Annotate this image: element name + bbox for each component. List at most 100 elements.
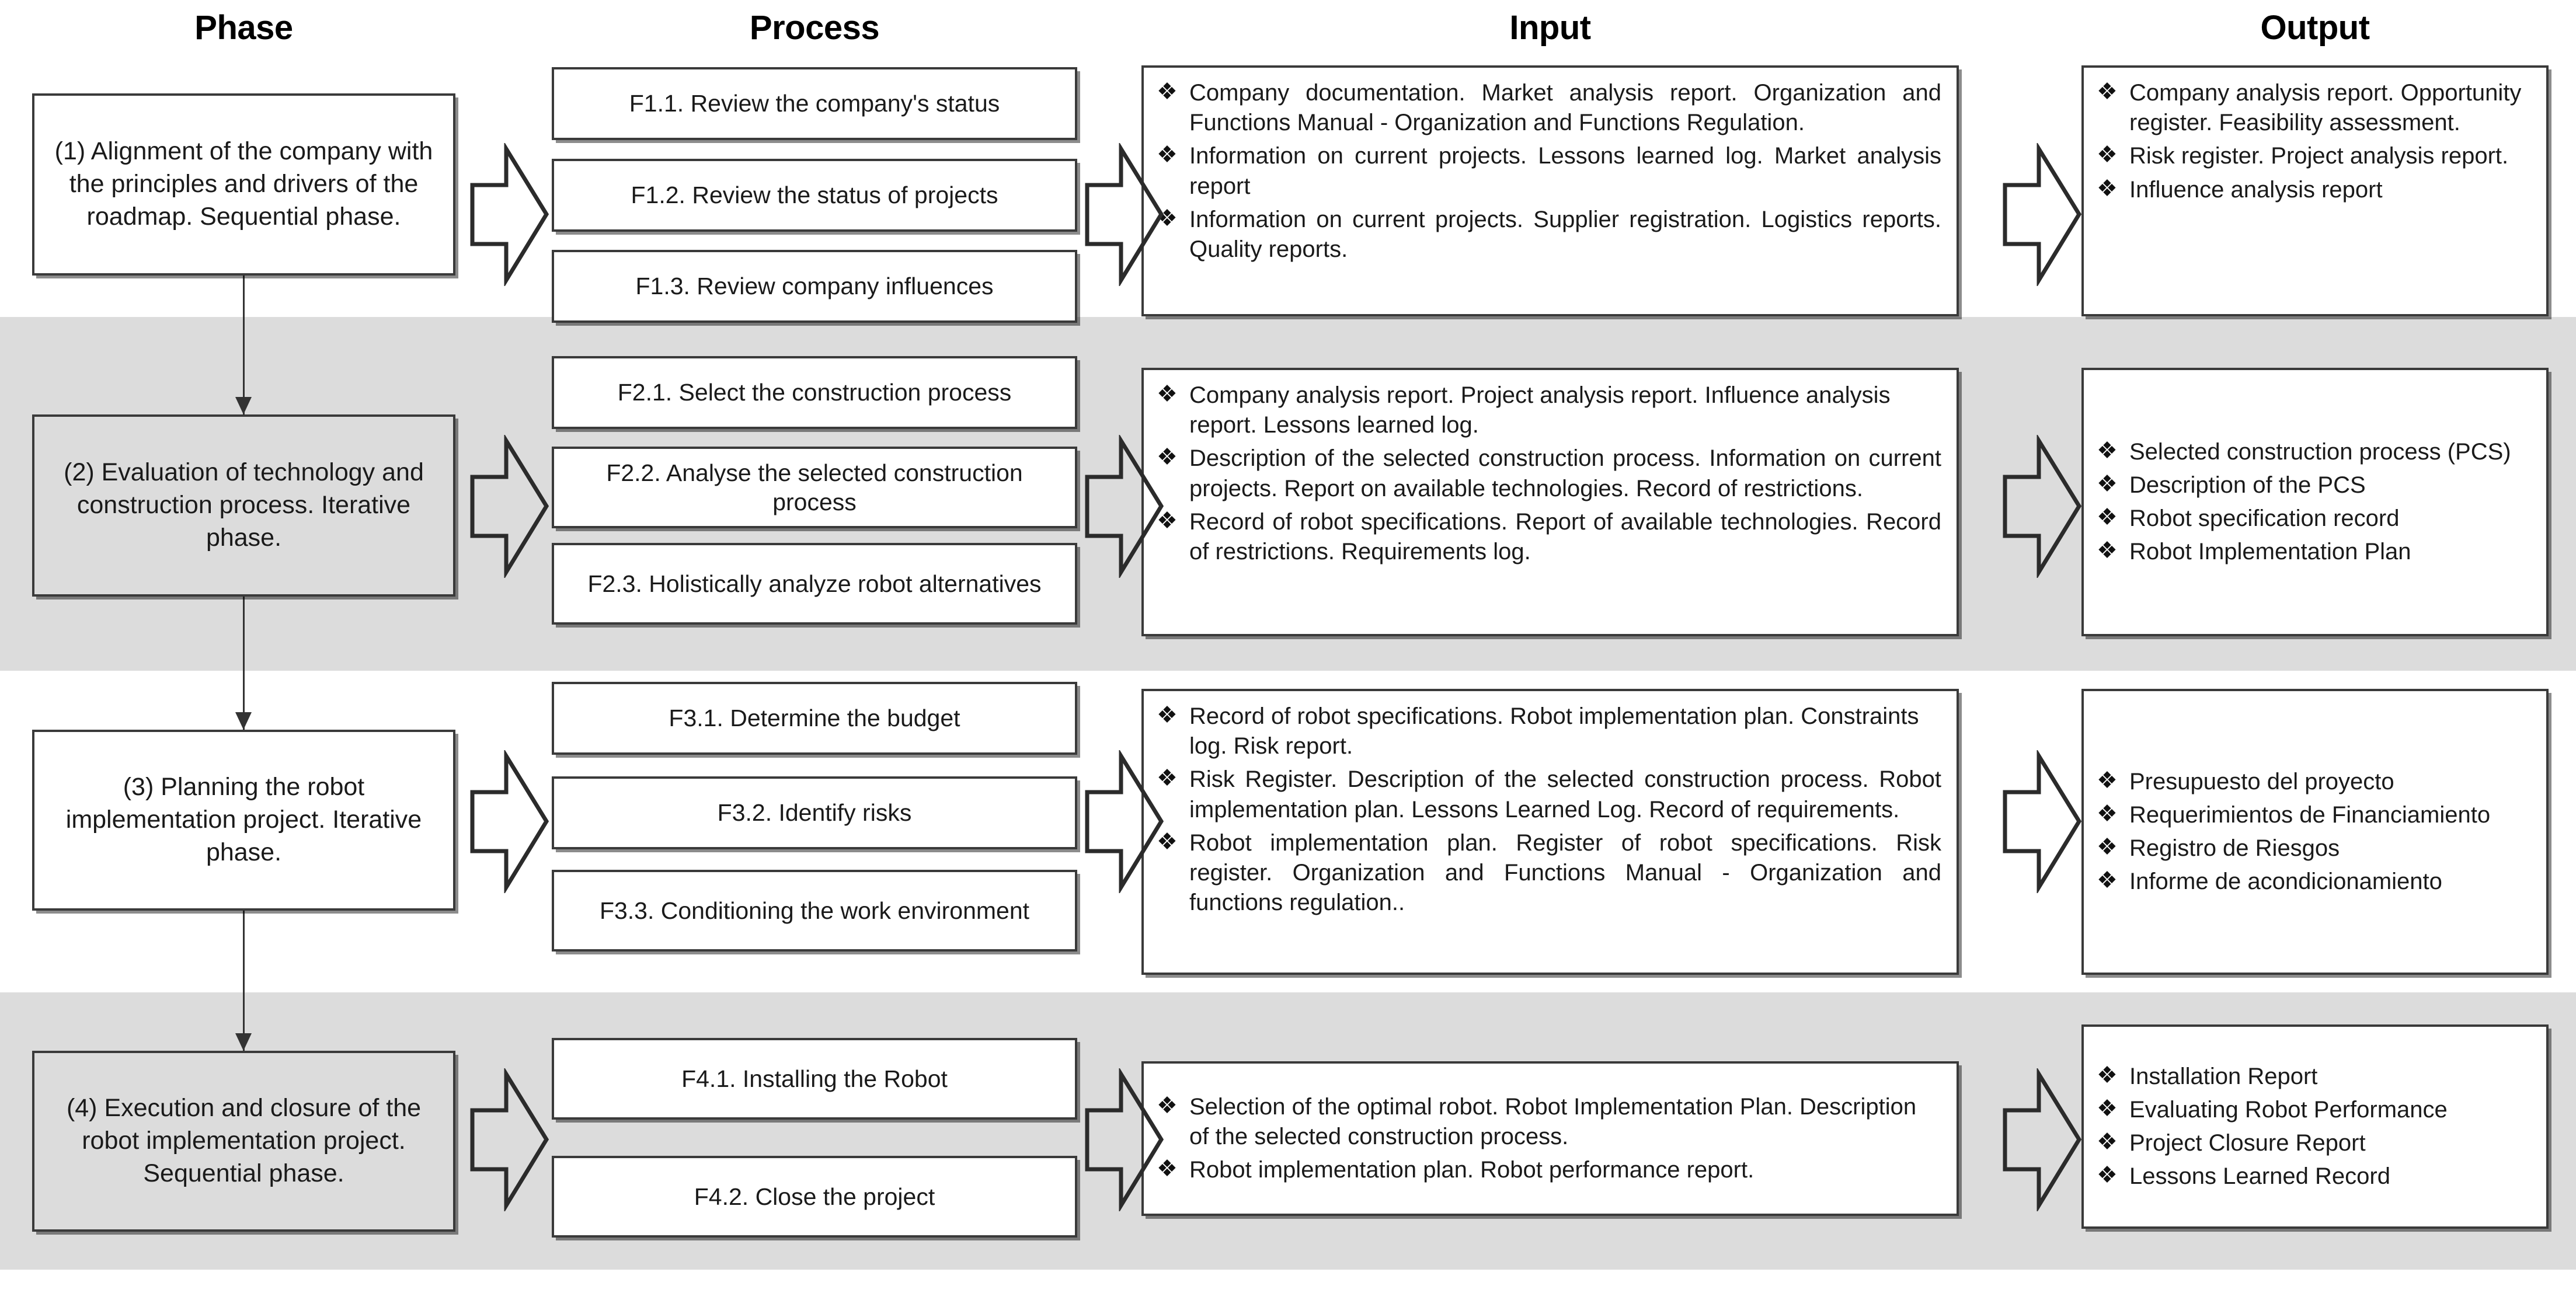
diamond-bullet-icon: ❖ bbox=[2097, 834, 2118, 860]
output-item: ❖Robot Implementation Plan bbox=[2097, 537, 2531, 567]
block-arrow-input-to-output-4 bbox=[2003, 1068, 2081, 1211]
diamond-bullet-icon: ❖ bbox=[2097, 1162, 2118, 1189]
process-box-f2-1[interactable]: F2.1. Select the construction process bbox=[552, 356, 1077, 429]
block-arrow-input-to-output-3 bbox=[2003, 750, 2081, 893]
diamond-bullet-icon: ❖ bbox=[2097, 79, 2118, 104]
output-item: ❖Requerimientos de Financiamiento bbox=[2097, 800, 2531, 830]
diamond-bullet-icon: ❖ bbox=[1157, 765, 1178, 792]
output-list-4: ❖Installation Report ❖Evaluating Robot P… bbox=[2097, 1062, 2531, 1192]
output-list-2: ❖Selected construction process (PCS) ❖De… bbox=[2097, 437, 2531, 567]
process-label: F1.2. Review the status of projects bbox=[631, 182, 998, 209]
input-item: ❖Information on current projects. Lesson… bbox=[1157, 141, 1941, 201]
process-label: F2.3. Holistically analyze robot alterna… bbox=[587, 570, 1042, 597]
diamond-bullet-icon: ❖ bbox=[2097, 142, 2118, 168]
block-arrow-phase-to-process-3 bbox=[470, 750, 549, 893]
output-box-1[interactable]: ❖Company analysis report. Opportunity re… bbox=[2081, 65, 2549, 316]
output-item: ❖Evaluating Robot Performance bbox=[2097, 1095, 2531, 1125]
process-box-f2-2[interactable]: F2.2. Analyse the selected construction … bbox=[552, 447, 1077, 528]
process-label: F1.3. Review company influences bbox=[635, 273, 994, 300]
input-item: ❖Robot implementation plan. Robot perfor… bbox=[1157, 1155, 1941, 1185]
output-item: ❖Informe de acondicionamiento bbox=[2097, 867, 2531, 897]
diamond-bullet-icon: ❖ bbox=[1157, 1092, 1178, 1118]
block-arrow-process-to-input-4 bbox=[1085, 1068, 1164, 1211]
diamond-bullet-icon: ❖ bbox=[1157, 142, 1178, 168]
output-item: ❖Selected construction process (PCS) bbox=[2097, 437, 2531, 467]
input-item: ❖Selection of the optimal robot. Robot I… bbox=[1157, 1092, 1941, 1152]
block-arrow-process-to-input-2 bbox=[1085, 435, 1164, 578]
input-box-3[interactable]: ❖Record of robot specifications. Robot i… bbox=[1141, 689, 1959, 975]
diamond-bullet-icon: ❖ bbox=[1157, 1156, 1178, 1182]
output-item: ❖Company analysis report. Opportunity re… bbox=[2097, 78, 2531, 138]
process-box-f3-2[interactable]: F3.2. Identify risks bbox=[552, 776, 1077, 849]
input-item: ❖Company documentation. Market analysis … bbox=[1157, 78, 1941, 138]
block-arrow-phase-to-process-1 bbox=[470, 143, 549, 286]
process-box-f1-1[interactable]: F1.1. Review the company's status bbox=[552, 67, 1077, 140]
process-box-f4-1[interactable]: F4.1. Installing the Robot bbox=[552, 1038, 1077, 1120]
diamond-bullet-icon: ❖ bbox=[2097, 471, 2118, 497]
diamond-bullet-icon: ❖ bbox=[2097, 437, 2118, 463]
process-box-f1-3[interactable]: F1.3. Review company influences bbox=[552, 250, 1077, 323]
diamond-bullet-icon: ❖ bbox=[1157, 381, 1178, 407]
output-item: ❖Robot specification record bbox=[2097, 504, 2531, 534]
process-box-f3-3[interactable]: F3.3. Conditioning the work environment bbox=[552, 870, 1077, 952]
input-list-4: ❖Selection of the optimal robot. Robot I… bbox=[1157, 1092, 1941, 1186]
diamond-bullet-icon: ❖ bbox=[2097, 767, 2118, 793]
process-label: F4.2. Close the project bbox=[694, 1183, 935, 1210]
input-item: ❖Information on current projects. Suppli… bbox=[1157, 205, 1941, 264]
diamond-bullet-icon: ❖ bbox=[1157, 444, 1178, 471]
diamond-bullet-icon: ❖ bbox=[1157, 828, 1178, 855]
diamond-bullet-icon: ❖ bbox=[2097, 1095, 2118, 1121]
block-arrow-input-to-output-2 bbox=[2003, 435, 2081, 578]
input-box-2[interactable]: ❖Company analysis report. Project analys… bbox=[1141, 368, 1959, 636]
process-label: F2.1. Select the construction process bbox=[617, 379, 1012, 406]
output-box-3[interactable]: ❖Presupuesto del proyecto ❖Requerimiento… bbox=[2081, 689, 2549, 975]
phase-box-3[interactable]: (3) Planning the robot implementation pr… bbox=[32, 730, 455, 911]
phase-box-1[interactable]: (1) Alignment of the company with the pr… bbox=[32, 93, 455, 276]
column-header-input: Input bbox=[1509, 9, 1591, 47]
block-arrow-phase-to-process-2 bbox=[470, 435, 549, 578]
output-item: ❖Description of the PCS bbox=[2097, 471, 2531, 500]
phase-box-2[interactable]: (2) Evaluation of technology and constru… bbox=[32, 414, 455, 597]
block-arrow-process-to-input-1 bbox=[1085, 143, 1164, 286]
input-item: ❖Robot implementation plan. Register of … bbox=[1157, 828, 1941, 918]
output-item: ❖Presupuesto del proyecto bbox=[2097, 767, 2531, 797]
process-label: F3.1. Determine the budget bbox=[669, 705, 960, 732]
diamond-bullet-icon: ❖ bbox=[2097, 1129, 2118, 1155]
block-arrow-input-to-output-1 bbox=[2003, 143, 2081, 286]
input-list-3: ❖Record of robot specifications. Robot i… bbox=[1157, 702, 1941, 918]
input-list-1: ❖Company documentation. Market analysis … bbox=[1157, 78, 1941, 264]
input-box-4[interactable]: ❖Selection of the optimal robot. Robot I… bbox=[1141, 1061, 1959, 1216]
input-item: ❖Record of robot specifications. Report … bbox=[1157, 507, 1941, 567]
process-label: F1.1. Review the company's status bbox=[629, 90, 1000, 117]
diamond-bullet-icon: ❖ bbox=[2097, 175, 2118, 201]
process-box-f1-2[interactable]: F1.2. Review the status of projects bbox=[552, 159, 1077, 232]
process-box-f2-3[interactable]: F2.3. Holistically analyze robot alterna… bbox=[552, 543, 1077, 625]
phase-box-4[interactable]: (4) Execution and closure of the robot i… bbox=[32, 1051, 455, 1232]
process-box-f4-2[interactable]: F4.2. Close the project bbox=[552, 1156, 1077, 1238]
block-arrow-phase-to-process-4 bbox=[470, 1068, 549, 1211]
output-box-4[interactable]: ❖Installation Report ❖Evaluating Robot P… bbox=[2081, 1024, 2549, 1229]
output-item: ❖Installation Report bbox=[2097, 1062, 2531, 1092]
input-item: ❖Description of the selected constructio… bbox=[1157, 444, 1941, 503]
column-header-output: Output bbox=[2260, 9, 2370, 47]
input-item: ❖Record of robot specifications. Robot i… bbox=[1157, 702, 1941, 761]
column-header-process: Process bbox=[749, 9, 880, 47]
process-box-f3-1[interactable]: F3.1. Determine the budget bbox=[552, 682, 1077, 755]
output-list-1: ❖Company analysis report. Opportunity re… bbox=[2097, 78, 2531, 205]
output-item: ❖Project Closure Report bbox=[2097, 1128, 2531, 1158]
process-label: F3.3. Conditioning the work environment bbox=[599, 897, 1030, 924]
input-box-1[interactable]: ❖Company documentation. Market analysis … bbox=[1141, 65, 1959, 316]
output-list-3: ❖Presupuesto del proyecto ❖Requerimiento… bbox=[2097, 767, 2531, 897]
block-arrow-process-to-input-3 bbox=[1085, 750, 1164, 893]
input-item: ❖Company analysis report. Project analys… bbox=[1157, 381, 1941, 440]
diamond-bullet-icon: ❖ bbox=[2097, 1062, 2118, 1088]
output-item: ❖Risk register. Project analysis report. bbox=[2097, 141, 2531, 171]
process-label: F2.2. Analyse the selected construction … bbox=[606, 459, 1023, 515]
input-item: ❖Risk Register. Description of the selec… bbox=[1157, 765, 1941, 824]
output-box-2[interactable]: ❖Selected construction process (PCS) ❖De… bbox=[2081, 368, 2549, 636]
output-item: ❖Registro de Riesgos bbox=[2097, 834, 2531, 863]
phase-text-1: (1) Alignment of the company with the pr… bbox=[54, 137, 433, 231]
column-headers: Phase Process Input Output bbox=[0, 0, 2576, 69]
diamond-bullet-icon: ❖ bbox=[2097, 538, 2118, 564]
column-header-phase: Phase bbox=[194, 9, 293, 47]
